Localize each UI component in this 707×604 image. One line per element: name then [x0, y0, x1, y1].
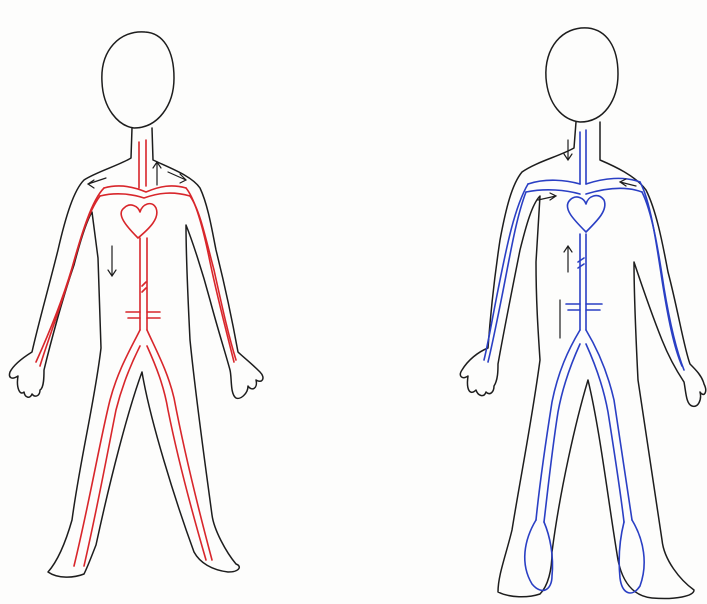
right-figure	[460, 28, 705, 599]
arrow-up-icon	[153, 162, 161, 185]
left-flow-arrows	[88, 162, 186, 276]
right-head	[546, 28, 618, 122]
right-body-silhouette	[460, 122, 705, 599]
arrow-down-icon	[108, 246, 116, 276]
left-body-outline	[9, 32, 262, 577]
right-veins	[484, 130, 684, 593]
right-heart	[567, 196, 604, 232]
left-figure	[9, 32, 262, 577]
right-calf-vein	[619, 520, 644, 593]
left-head	[102, 32, 174, 128]
arrow-left-icon	[88, 178, 106, 188]
arrow-up-icon	[564, 246, 572, 272]
left-heart	[121, 204, 157, 238]
